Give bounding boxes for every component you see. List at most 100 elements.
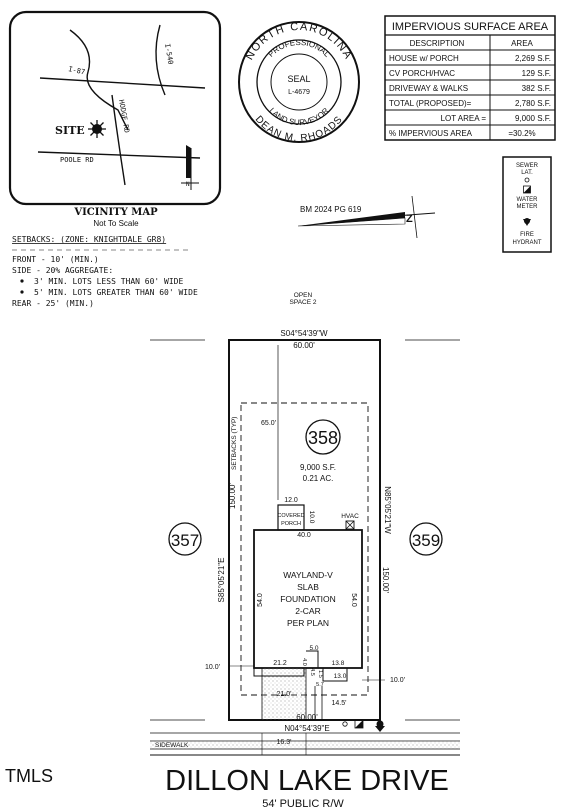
table-cell: CV PORCH/HVAC: [389, 69, 455, 78]
benchmark-north-arrow: BM 2024 PG 619 Z: [297, 195, 436, 239]
seal-center: SEAL: [287, 74, 310, 84]
street-name: DILLON LAKE DRIVE: [165, 765, 449, 797]
water-meter-icon: [354, 719, 364, 729]
col-header-description: DESCRIPTION: [410, 39, 465, 48]
col-header-area: AREA: [511, 39, 533, 48]
porch-width: 12.0: [284, 497, 298, 504]
legend-hydrant: HYDRANT: [512, 240, 541, 246]
setbacks-typ-label: SETBACKS (TYP): [231, 417, 238, 470]
setback-side: SIDE - 20% AGGREGATE:: [12, 266, 113, 275]
setback-line: [240, 402, 369, 696]
lot-right-bearing: N85°05'21"W: [383, 486, 392, 534]
dim-21-2: 21.2: [273, 660, 287, 667]
dim-13-0: 13.0: [334, 673, 347, 680]
road-line: [37, 151, 201, 159]
neighbor-lot-circle: [409, 522, 443, 556]
sidewalk-street: SIDEWALK 16.3' DILLON LAKE DRIVE 54' PUB…: [150, 732, 460, 810]
lot-358: S04°54'39"W 60.00' 65.0' SETBACKS (TYP) …: [150, 329, 460, 733]
sewer-lateral-icon: [342, 721, 348, 727]
road-line: [111, 94, 126, 186]
lot-bottom-bearing: N04°54'39"E: [284, 724, 329, 733]
legend-water: WATER: [517, 197, 539, 203]
road-line: [69, 29, 129, 131]
benchmark-label: BM 2024 PG 619: [300, 205, 362, 214]
surveyor-seal: NORTH CAROLINA PROFESSIONAL LAND SURVEYO…: [238, 21, 360, 144]
hvac-label: HVAC: [341, 513, 359, 520]
lot-left-dist: 150.00': [228, 483, 237, 509]
table-cell: 129 S.F.: [522, 69, 551, 78]
rear-dimension: 65.0': [261, 420, 276, 427]
table-cell: 2,780 S.F.: [515, 99, 551, 108]
setback-side-a: 3' MIN. LOTS LESS THAN 60' WIDE: [34, 277, 183, 286]
north-z-label: Z: [406, 213, 413, 225]
hvac-unit-icon: [345, 520, 355, 530]
setback-front: FRONT - 10' (MIN.): [12, 255, 99, 264]
table-cell: TOTAL (PROPOSED)=: [389, 99, 472, 108]
neighbor-lot-right: 359: [412, 531, 440, 550]
legend-lat: LAT.: [521, 170, 533, 176]
open-space-label: OPEN: [294, 292, 313, 299]
dim-13-8: 13.8: [332, 660, 345, 667]
setback-side-b: 5' MIN. LOTS GREATER THAN 60' WIDE: [34, 288, 198, 297]
setbacks-title: SETBACKS: (ZONE: KNIGHTDALE GR8): [12, 235, 166, 244]
house-line: SLAB: [297, 582, 319, 592]
setback-rear: REAR - 25' (MIN.): [12, 299, 94, 308]
lot-top-bearing: S04°54'39"W: [280, 329, 328, 338]
sidewalk-label: SIDEWALK: [155, 742, 189, 749]
lot-number: 358: [308, 428, 338, 448]
dim-4-5: 4.5: [309, 668, 315, 676]
north-arrow-icon: N: [181, 145, 199, 190]
vicinity-title: VICINITY MAP: [73, 207, 158, 218]
house-left-depth: 54.0: [257, 593, 264, 607]
neighbor-lot-left: 357: [171, 531, 199, 550]
entry-walk-outline: [306, 650, 362, 682]
lot-right-dist: 150.00': [381, 567, 390, 593]
lot-top-dist: 60.00': [293, 341, 315, 350]
house-line: 2-CAR: [295, 606, 321, 616]
vicinity-map: I-87 I-540 HODGE RD POOLE RD SITE N VICI…: [8, 10, 222, 228]
front-setback-left: 10.0': [205, 664, 220, 671]
table-cell: LOT AREA =: [441, 114, 487, 123]
table-cell: DRIVEWAY & WALKS: [389, 84, 468, 93]
road-label-i87: I-87: [68, 65, 86, 76]
site-star-icon: [88, 120, 106, 138]
lot-bottom-dist: 60.00': [296, 713, 318, 722]
road-label-hodge: HODGE RD: [117, 99, 131, 134]
vicinity-subtitle: Not To Scale: [93, 219, 139, 228]
dim-5-0: 5.0: [309, 645, 318, 652]
road-line: [39, 77, 206, 89]
lot-number-circle: [305, 419, 341, 455]
house-line: FOUNDATION: [280, 594, 336, 604]
dim-1-5: 1.5: [317, 670, 323, 678]
north-label: N: [186, 181, 190, 188]
water-meter-icon: [523, 185, 531, 194]
table-cell: 382 S.F.: [522, 84, 551, 93]
table-cell: 9,000 S.F.: [515, 114, 551, 123]
seal-inner-bottom: LAND SURVEYOR: [267, 106, 330, 127]
seal-inner-top: PROFESSIONAL: [266, 38, 332, 59]
site-label: SITE: [55, 124, 85, 137]
impervious-title: IMPERVIOUS SURFACE AREA: [392, 21, 549, 33]
table-cell: =30.2%: [508, 129, 535, 138]
road-line: [155, 24, 166, 96]
house-width: 40.0: [297, 532, 311, 539]
fire-hydrant-icon: [375, 720, 385, 732]
north-arrow-icon: [298, 212, 405, 226]
setback-notes: SETBACKS: (ZONE: KNIGHTDALE GR8) FRONT -…: [12, 235, 198, 308]
street-rw: 54' PUBLIC R/W: [262, 798, 344, 810]
open-space-label: SPACE 2: [290, 299, 317, 306]
dim-5-7: 5.7: [316, 682, 324, 688]
road-label-i540: I-540: [163, 43, 175, 65]
road-label-poole: POOLE RD: [60, 156, 94, 164]
dim-4-0: 4.0: [301, 658, 307, 666]
house-right-depth: 54.0: [350, 593, 357, 607]
lot-left-bearing: S85°05'21"E: [217, 558, 226, 603]
neighbor-lot-circle: [168, 522, 202, 556]
lot-area-sf: 9,000 S.F.: [300, 463, 336, 472]
house-footprint: [253, 529, 363, 669]
table-cell: HOUSE w/ PORCH: [389, 54, 459, 63]
symbol-legend: SEWER LAT. WATER METER FIRE HYDRANT: [502, 156, 552, 253]
legend-sewer: SEWER: [516, 163, 539, 169]
front-setback-right: 10.0': [390, 677, 405, 684]
